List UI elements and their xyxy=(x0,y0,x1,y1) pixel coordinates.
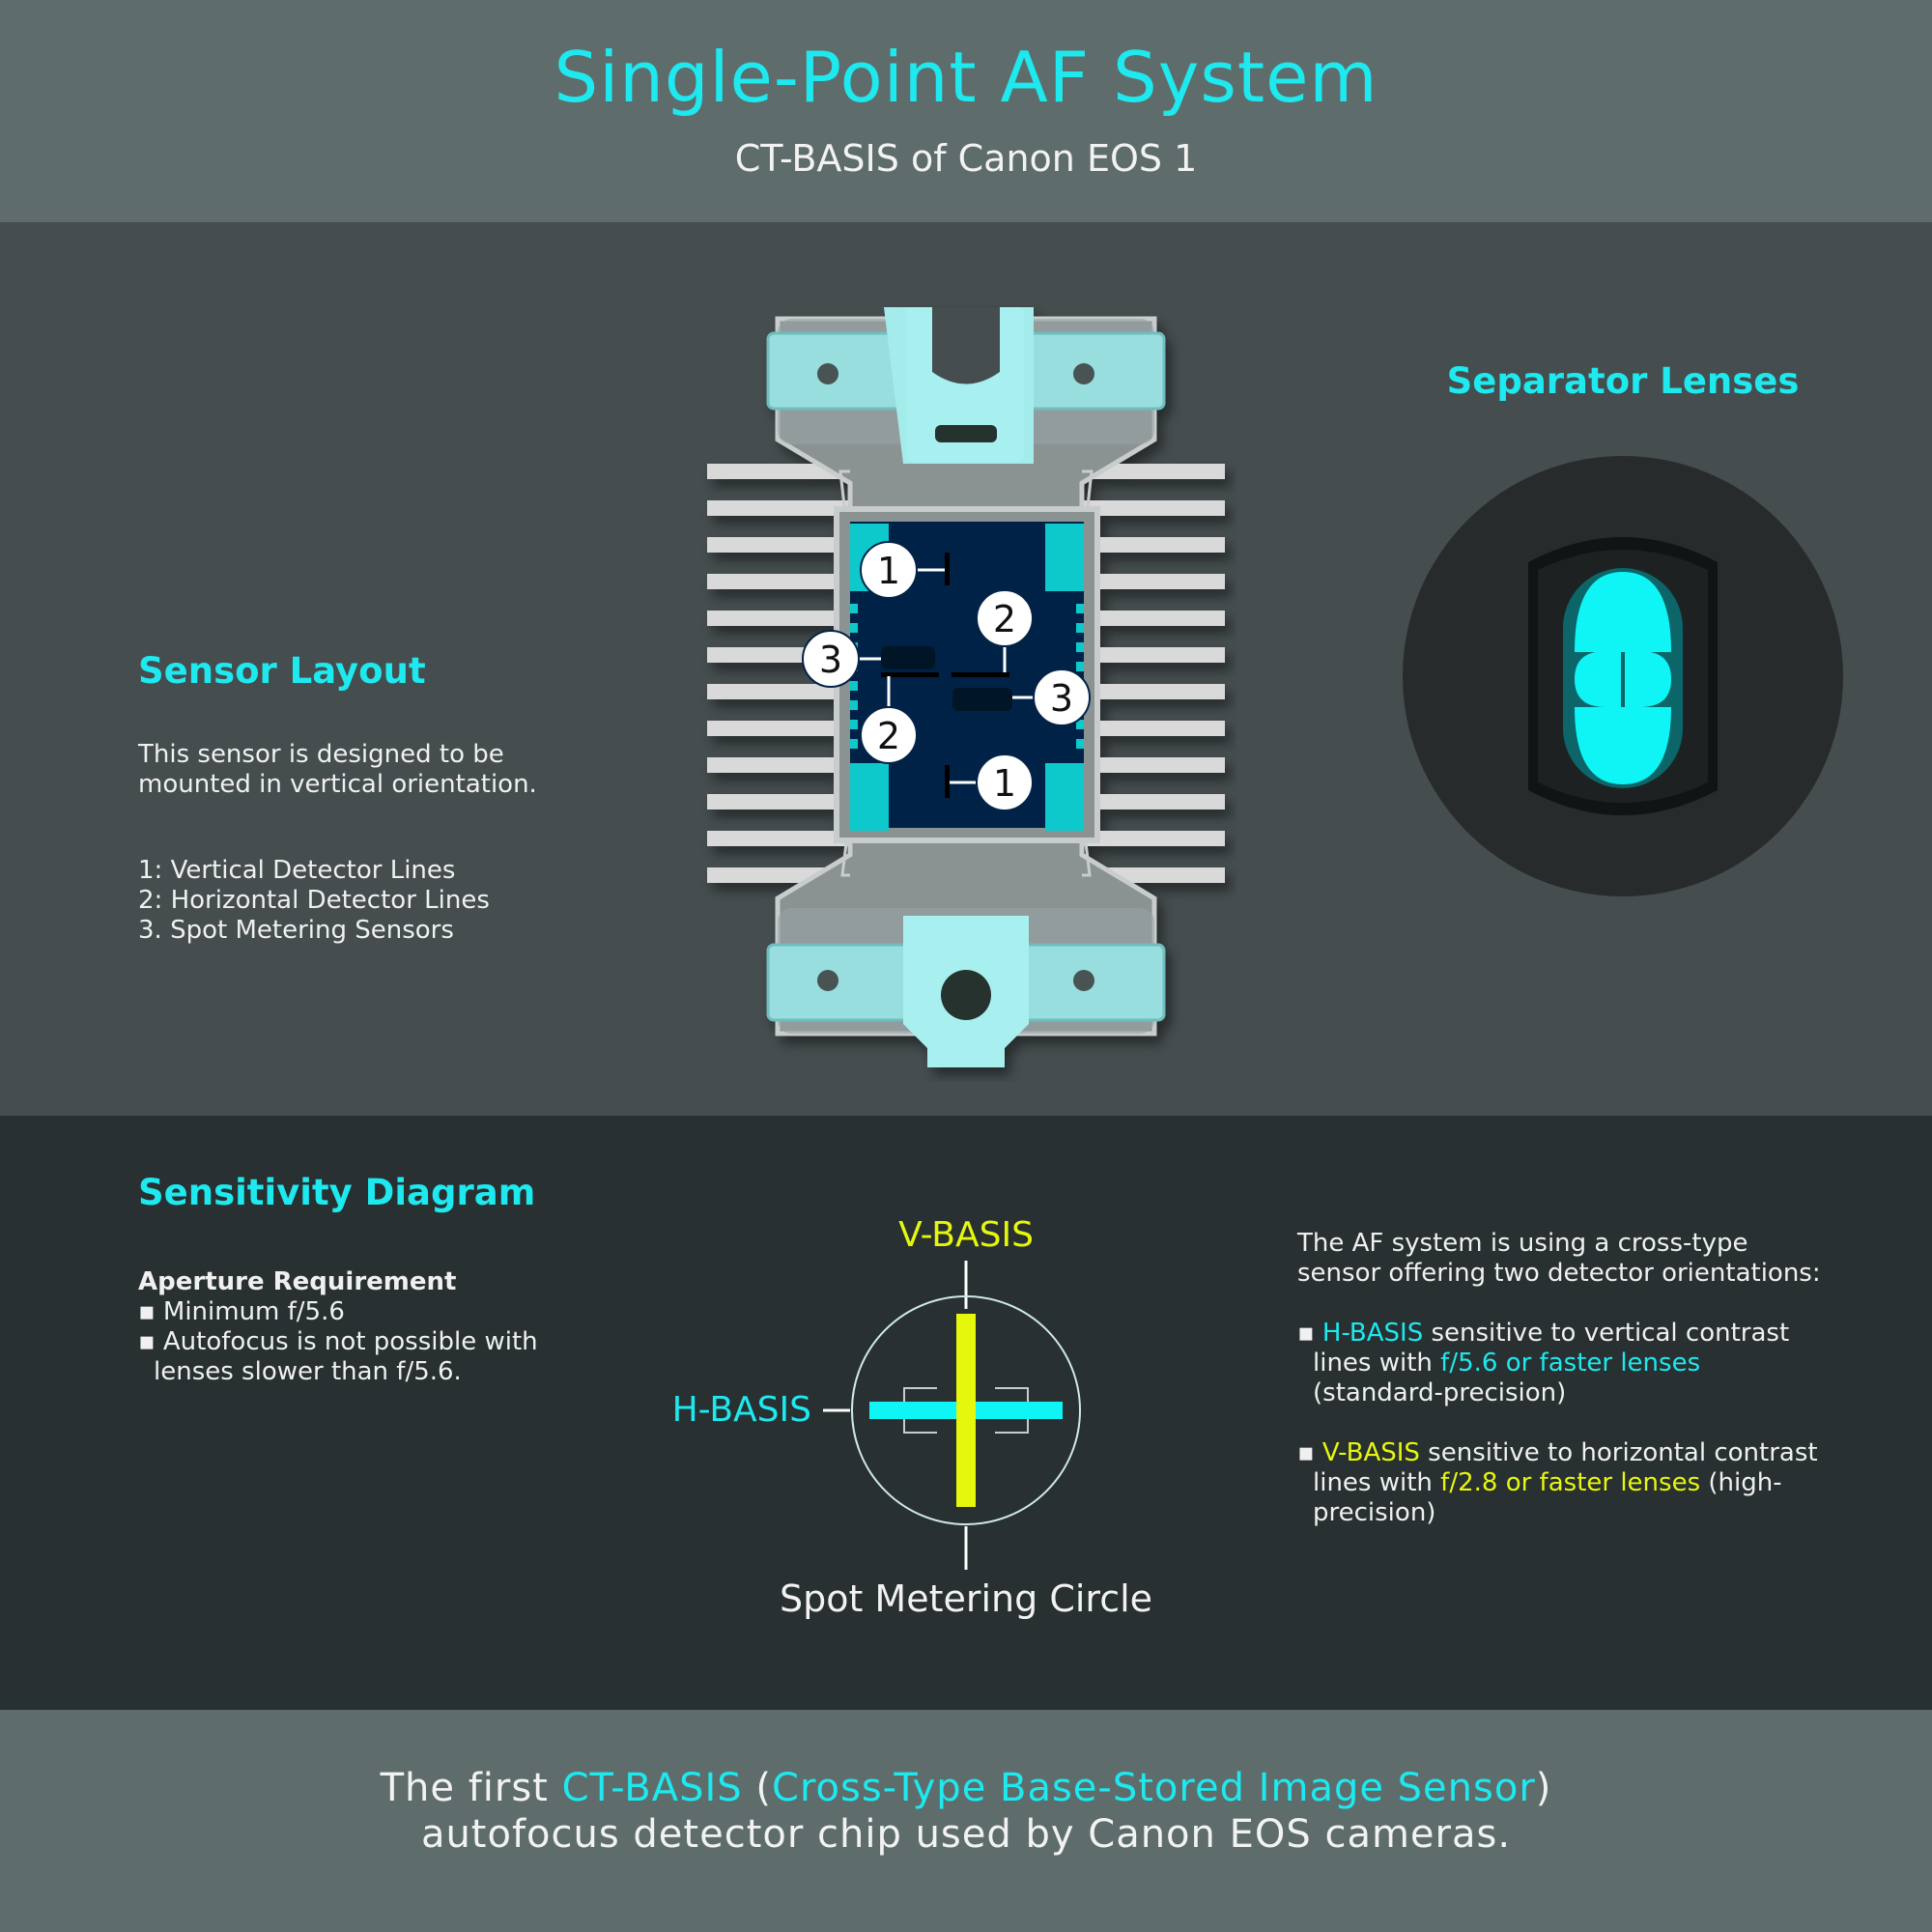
footer-line-1: The first CT-BASIS (Cross-Type Base-Stor… xyxy=(0,1765,1932,1811)
sensor-layout-heading: Sensor Layout xyxy=(138,650,426,692)
spot-metering-sensor xyxy=(881,646,935,669)
legend-item: 3. Spot Metering Sensors xyxy=(138,916,454,945)
legend-item: 1: Vertical Detector Lines xyxy=(138,856,456,885)
v-basis-name: V-BASIS xyxy=(1321,1438,1420,1467)
aperture-heading: Aperture Requirement xyxy=(138,1267,457,1296)
marker-1-bottom: 1 xyxy=(976,753,1034,811)
footer-caption: The first CT-BASIS (Cross-Type Base-Stor… xyxy=(0,1765,1932,1858)
h-basis-lens: f/5.6 or faster lenses xyxy=(1440,1349,1701,1378)
v-basis-lens: f/2.8 or faster lenses xyxy=(1440,1468,1701,1497)
footer-line-2: autofocus detector chip used by Canon EO… xyxy=(420,1812,1512,1857)
footer-expansion: Cross-Type Base-Stored Image Sensor xyxy=(772,1766,1536,1810)
marker-1-top: 1 xyxy=(860,541,918,599)
sensor-layout-description: This sensor is designed to be mounted in… xyxy=(138,740,537,799)
lower-lens xyxy=(1575,707,1671,784)
v-basis-bar xyxy=(956,1314,976,1507)
footer-text: ) xyxy=(1535,1766,1552,1810)
page-title: Single-Point AF System xyxy=(554,37,1378,118)
legend-item: 2: Horizontal Detector Lines xyxy=(138,886,490,915)
sensor-chip-illustration: 1 2 3 2 3 1 xyxy=(707,307,1225,1067)
left-lens xyxy=(1575,651,1621,707)
svg-text:2: 2 xyxy=(993,598,1016,640)
right-lens xyxy=(1625,651,1671,707)
page-subtitle: CT-BASIS of Canon EOS 1 xyxy=(734,137,1198,180)
cross-type-description: The AF system is using a cross-type sens… xyxy=(1297,1229,1838,1558)
chip-pins-right xyxy=(1080,464,1225,883)
horizontal-detector-line xyxy=(952,672,1009,677)
separator-lens-illustration xyxy=(1403,456,1843,896)
separator-lenses-heading: Separator Lenses xyxy=(1446,360,1800,402)
sensor-legend: 1: Vertical Detector Lines 2: Horizontal… xyxy=(138,856,490,946)
cross-type-intro: The AF system is using a cross-type sens… xyxy=(1297,1229,1821,1288)
v-basis-precision: (high-precision) xyxy=(1313,1468,1782,1527)
spot-metering-circle-label: Spot Metering Circle xyxy=(780,1577,1152,1620)
horizontal-detector-line xyxy=(881,672,939,677)
marker-3-right: 3 xyxy=(1033,668,1091,726)
footer-ct-basis: CT-BASIS xyxy=(561,1766,743,1810)
aperture-item: ▪ Autofocus is not possible with lenses … xyxy=(138,1327,538,1386)
svg-text:1: 1 xyxy=(993,762,1016,805)
aperture-requirement: Aperture Requirement ▪ Minimum f/5.6 ▪ A… xyxy=(138,1267,602,1387)
upper-lens xyxy=(1575,572,1671,652)
bullet: ▪ xyxy=(1297,1319,1322,1348)
sensitivity-diagram: V-BASIS H-BASIS Spot Metering Circle xyxy=(672,1215,1152,1620)
h-basis-precision: (standard-precision) xyxy=(1313,1378,1567,1407)
footer-text: The first xyxy=(380,1766,562,1810)
h-basis-label: H-BASIS xyxy=(672,1390,811,1430)
vertical-detector-line xyxy=(945,765,950,798)
v-basis-label: V-BASIS xyxy=(898,1215,1034,1255)
footer-band xyxy=(0,1710,1932,1932)
marker-2-bottom: 2 xyxy=(860,706,918,764)
svg-text:3: 3 xyxy=(1050,677,1073,720)
aperture-item: ▪ Minimum f/5.6 xyxy=(138,1297,345,1326)
v-basis-text: sensitive to horizontal contrast lines w… xyxy=(1313,1438,1818,1497)
svg-text:1: 1 xyxy=(877,550,900,592)
v-basis-description: ▪ V-BASIS sensitive to horizontal contra… xyxy=(1297,1438,1838,1528)
header-band xyxy=(0,0,1932,222)
h-basis-description: ▪ H-BASIS sensitive to vertical contrast… xyxy=(1297,1319,1838,1408)
bullet: ▪ xyxy=(1297,1438,1322,1467)
spot-metering-circle xyxy=(851,1295,1081,1525)
vertical-detector-line xyxy=(945,553,950,585)
h-basis-name: H-BASIS xyxy=(1321,1319,1424,1348)
sensitivity-diagram-heading: Sensitivity Diagram xyxy=(138,1172,536,1213)
spot-metering-sensor xyxy=(952,688,1012,711)
svg-text:2: 2 xyxy=(877,715,900,757)
footer-text: ( xyxy=(742,1766,773,1810)
marker-2-top: 2 xyxy=(976,589,1034,647)
h-basis-text: sensitive to vertical contrast lines wit… xyxy=(1313,1319,1790,1378)
marker-3-left: 3 xyxy=(802,630,860,688)
chip-package xyxy=(707,307,1225,1067)
svg-text:3: 3 xyxy=(819,639,842,681)
